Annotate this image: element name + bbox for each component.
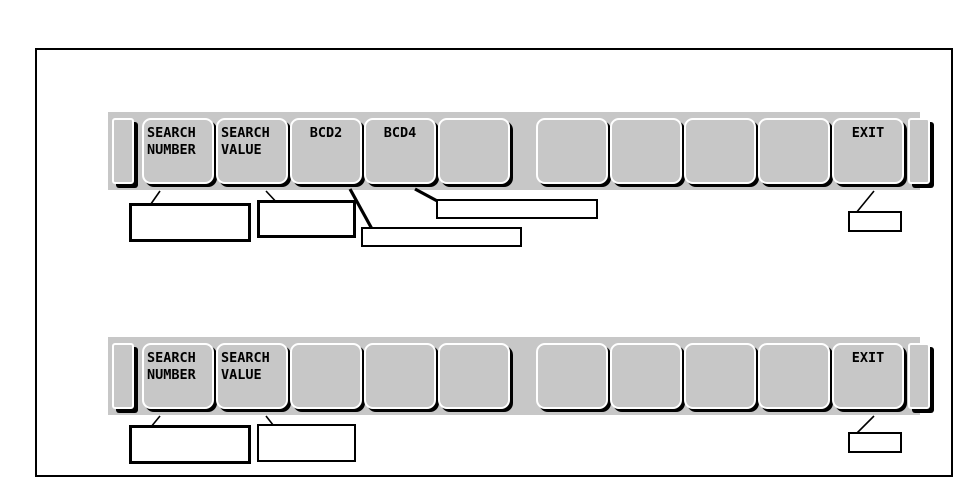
callout-text <box>438 201 596 207</box>
upper-softkey-bar: SEARCH NUMBER SEARCH VALUE BCD2 BCD4 EXI… <box>108 112 930 190</box>
callout-upper-bcd4[interactable] <box>436 199 598 219</box>
callout-upper-search-value[interactable] <box>257 200 356 238</box>
softkey-blank-7[interactable] <box>758 343 830 409</box>
softkey-blank-6[interactable] <box>684 343 756 409</box>
softkey-blank-5[interactable] <box>758 118 830 184</box>
callout-text <box>850 213 900 219</box>
softkey-blank-2[interactable] <box>364 343 436 409</box>
callout-lower-search-number[interactable] <box>129 425 251 464</box>
softkey-blank-3[interactable] <box>610 118 682 184</box>
softkey-blank-4[interactable] <box>684 118 756 184</box>
softkey-label: BCD2 <box>309 125 343 141</box>
softkey-label: EXIT <box>851 125 885 141</box>
softkey-search-value[interactable]: SEARCH VALUE <box>216 118 288 184</box>
callout-upper-exit[interactable] <box>848 211 902 232</box>
callout-text <box>132 206 248 212</box>
softkey-bcd4[interactable]: BCD4 <box>364 118 436 184</box>
callout-lower-exit[interactable] <box>848 432 902 453</box>
softkey-search-value[interactable]: SEARCH VALUE <box>216 343 288 409</box>
softkey-search-number[interactable]: SEARCH NUMBER <box>142 343 214 409</box>
softkey-exit[interactable]: EXIT <box>832 118 904 184</box>
callout-text <box>363 229 520 235</box>
softkey-endcap-right[interactable] <box>908 118 930 184</box>
softkey-endcap-left[interactable] <box>112 118 134 184</box>
callout-upper-bcd2[interactable] <box>361 227 522 247</box>
lower-softkey-bar: SEARCH NUMBER SEARCH VALUE EXIT <box>108 337 930 415</box>
callout-text <box>850 434 900 440</box>
softkey-blank-4[interactable] <box>536 343 608 409</box>
softkey-label: SEARCH VALUE <box>221 350 270 383</box>
softkey-blank-1[interactable] <box>290 343 362 409</box>
softkey-endcap-right[interactable] <box>908 343 930 409</box>
softkey-blank-5[interactable] <box>610 343 682 409</box>
softkey-label: SEARCH NUMBER <box>147 350 196 383</box>
softkey-label: BCD4 <box>383 125 417 141</box>
callout-text <box>132 428 248 434</box>
callout-text <box>259 426 354 432</box>
softkey-blank-1[interactable] <box>438 118 510 184</box>
softkey-label: SEARCH VALUE <box>221 125 270 158</box>
callout-lower-search-value[interactable] <box>257 424 356 462</box>
softkey-label: EXIT <box>851 350 885 366</box>
softkey-label: SEARCH NUMBER <box>147 125 196 158</box>
softkey-blank-3[interactable] <box>438 343 510 409</box>
softkey-bcd2[interactable]: BCD2 <box>290 118 362 184</box>
callout-text <box>260 203 353 209</box>
callout-upper-search-number[interactable] <box>129 203 251 242</box>
softkey-exit[interactable]: EXIT <box>832 343 904 409</box>
softkey-blank-2[interactable] <box>536 118 608 184</box>
softkey-search-number[interactable]: SEARCH NUMBER <box>142 118 214 184</box>
softkey-endcap-left[interactable] <box>112 343 134 409</box>
